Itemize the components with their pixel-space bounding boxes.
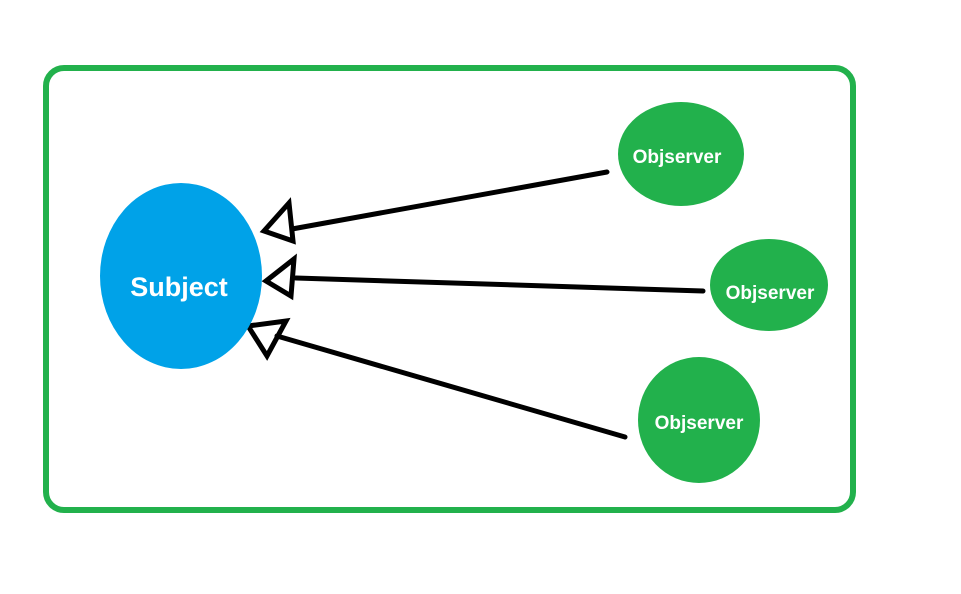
arrow-2-shaft <box>293 275 706 294</box>
arrow-1-shaft <box>289 169 610 232</box>
observer-node-1: Objserver <box>618 102 744 206</box>
observer-node-2: Objserver <box>710 239 828 331</box>
arrow-3-shaft <box>274 333 628 440</box>
observer-1-ellipse <box>618 102 744 206</box>
arrow-3 <box>243 317 628 440</box>
arrow-1-head <box>259 197 296 245</box>
observer-node-3: Objserver <box>638 357 760 483</box>
subject-node: Subject <box>100 183 262 369</box>
arrow-2 <box>261 253 706 301</box>
observer-2-label: Objserver <box>726 283 815 304</box>
observer-1-label: Objserver <box>633 147 722 168</box>
arrow-3-head <box>243 317 291 361</box>
subject-label: Subject <box>130 272 228 302</box>
observer-3-ellipse <box>638 357 760 483</box>
observer-3-label: Objserver <box>655 413 744 434</box>
arrow-1 <box>259 169 610 245</box>
frame-border <box>43 65 856 513</box>
observer-2-ellipse <box>710 239 828 331</box>
arrow-2-head <box>261 253 297 301</box>
subject-ellipse <box>100 183 262 369</box>
